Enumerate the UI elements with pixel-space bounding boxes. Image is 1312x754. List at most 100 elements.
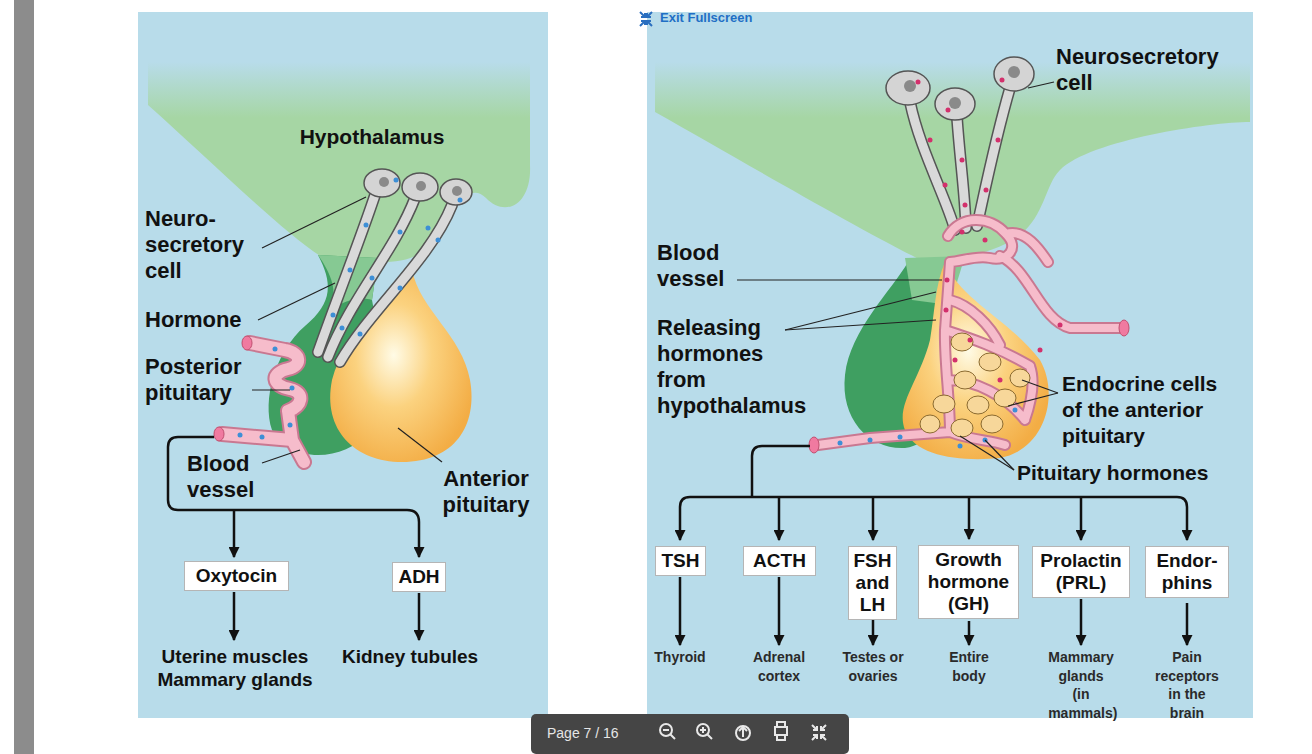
flow-arrows — [968, 497, 971, 539]
part-label: Anterior pituitary — [426, 466, 546, 518]
flow-arrows — [168, 437, 419, 640]
hormone-dots — [398, 286, 403, 291]
leader-lines — [262, 450, 300, 463]
hormone-dots — [398, 230, 403, 235]
toolbar-icons — [700, 727, 712, 739]
hormone-dots — [960, 158, 965, 163]
flow-arrows — [778, 577, 781, 645]
flow-arrows — [233, 592, 236, 640]
hormone-name: FSH and LH — [851, 550, 894, 616]
hormone-dots — [996, 138, 1001, 143]
neurosecretory-cells — [910, 102, 955, 230]
hormone-dots — [963, 203, 968, 208]
posterior-panel — [330, 268, 471, 462]
hormone-name: Endor- phins — [1148, 550, 1226, 594]
hormone-box: Oxytocin — [184, 561, 289, 591]
hormone-dots — [426, 226, 431, 231]
endocrine-cells — [933, 395, 955, 413]
hormone-dots — [916, 78, 1063, 383]
flow-arrows — [1177, 497, 1187, 540]
neurosecretory-cells — [949, 97, 961, 109]
portal-vessels — [809, 437, 819, 453]
neurosecretory-cells — [379, 177, 389, 187]
toolbar-icons — [660, 722, 826, 740]
leader-lines — [1028, 82, 1054, 88]
leader-lines — [785, 292, 936, 330]
viewer-toolbar — [531, 714, 849, 754]
anterior-panel — [647, 12, 1253, 718]
neurosecretory-cells — [364, 169, 400, 197]
hormone-dots — [944, 308, 949, 313]
flow-arrows — [233, 510, 236, 557]
hormone-name: TSH — [658, 550, 703, 572]
toolbar-icons — [697, 724, 709, 736]
leader-lines — [252, 197, 442, 463]
hormone-dots — [968, 338, 973, 343]
endocrine-cells — [920, 333, 1030, 437]
anterior-panel — [647, 12, 1253, 718]
leader-lines — [785, 320, 936, 330]
neurosecretory-cells — [340, 205, 452, 362]
neurosecretory-cells — [318, 169, 472, 362]
hormone-dots — [1038, 348, 1043, 353]
hormone-dots — [1058, 323, 1063, 328]
hormone-name: Oxytocin — [187, 565, 286, 587]
endocrine-cells — [954, 371, 976, 389]
toolbar-icons — [663, 730, 675, 739]
leader-lines — [262, 197, 366, 248]
part-label: Posterior pituitary — [145, 354, 265, 406]
leader-lines — [258, 283, 335, 320]
neurosecretory-cells — [440, 179, 472, 205]
exit-fullscreen-icon — [640, 12, 645, 17]
hormone-name: ADH — [395, 566, 443, 588]
hormone-dots — [331, 178, 463, 337]
target-label: Pain receptors in the brain — [1153, 648, 1222, 722]
hormone-box: Endor- phins — [1145, 546, 1229, 598]
flow-arrows — [1186, 603, 1189, 645]
target-label: Mammary glands (in mammals) — [1048, 648, 1114, 722]
hormone-box: ACTH — [743, 546, 816, 576]
target-label: Testes or ovaries — [839, 648, 908, 685]
hormone-dots — [358, 332, 363, 337]
part-label: Neuro- secretory cell — [145, 206, 265, 284]
endocrine-cells — [967, 396, 989, 414]
hormone-dots — [928, 138, 933, 143]
viewer-sidebar — [14, 0, 34, 754]
neurosecretory-cells — [886, 71, 930, 105]
neurosecretory-cells — [994, 57, 1034, 91]
neurosecretory-cells — [452, 186, 462, 196]
target-label: Thyroid — [646, 648, 715, 667]
leader-lines — [1008, 393, 1058, 406]
hormone-box: Growth hormone (GH) — [918, 545, 1019, 619]
hormone-dots — [340, 326, 345, 331]
hormone-name: ACTH — [746, 550, 813, 572]
part-label: Blood vessel — [657, 240, 757, 292]
target-label: Kidney tubules — [342, 645, 478, 668]
flow-arrows — [679, 577, 682, 645]
hormone-dots — [331, 313, 336, 318]
flow-arrows — [872, 497, 875, 540]
neurosecretory-cells — [957, 118, 966, 228]
hormone-dots — [458, 198, 463, 203]
part-label: Hormone — [145, 307, 242, 333]
target-label: Entire body — [935, 648, 1004, 685]
viewer-button: Exit Fullscreen — [660, 10, 752, 26]
hormone-dots — [943, 183, 948, 188]
part-label: Neurosecretory cell — [1056, 44, 1241, 96]
neurosecretory-cells — [1008, 66, 1020, 78]
blood-vessel — [214, 427, 224, 441]
leader-lines — [252, 389, 290, 390]
flow-arrows — [778, 497, 781, 540]
neurosecretory-cells — [957, 118, 966, 228]
leader-lines — [398, 428, 442, 462]
toolbar-icons — [812, 725, 826, 740]
hormone-dots — [370, 276, 375, 281]
flow-arrows — [418, 593, 421, 640]
endocrine-cells — [951, 333, 973, 351]
neurosecretory-cells — [886, 57, 1034, 230]
neurosecretory-cells — [977, 88, 1010, 226]
blood-vessel — [288, 423, 293, 428]
toolbar-icons — [739, 727, 747, 737]
part-label: Endocrine cells of the anterior pituitar… — [1062, 371, 1232, 449]
